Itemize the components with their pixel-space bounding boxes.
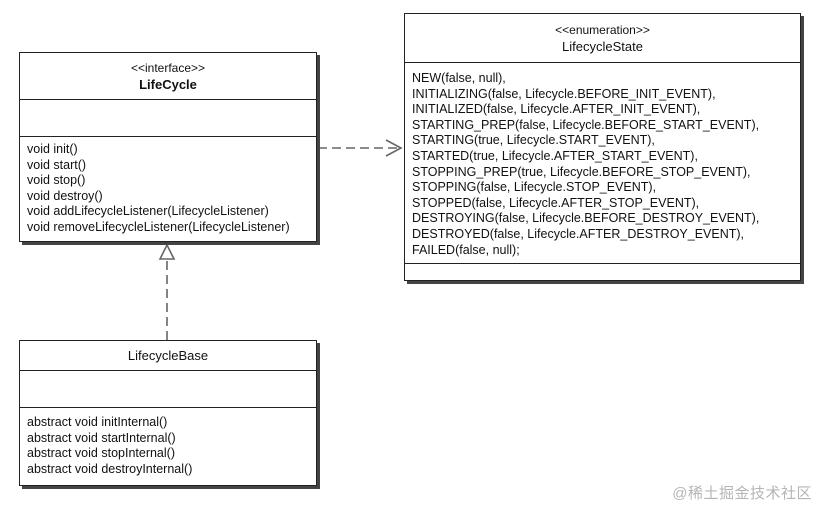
- lifecycle-name: LifeCycle: [139, 77, 197, 92]
- lifecycle-base-box[interactable]: LifecycleBase abstract void initInternal…: [19, 340, 317, 486]
- enum-literal: INITIALIZED(false, Lifecycle.AFTER_INIT_…: [412, 102, 701, 117]
- lifecycle-state-header: <<enumeration>> LifecycleState: [405, 14, 800, 63]
- operation: void destroy(): [27, 188, 103, 203]
- enum-literal: NEW(false, null),: [412, 71, 506, 85]
- lifecycle-state-literals: NEW(false, null), INITIALIZING(false, Li…: [405, 63, 800, 263]
- lifecycle-state-stereotype: <<enumeration>>: [555, 23, 650, 37]
- lifecycle-interface-box[interactable]: <<interface>> LifeCycle void init() void…: [19, 52, 317, 242]
- operation: void init(): [27, 142, 78, 156]
- enum-literal: DESTROYED(false, Lifecycle.AFTER_DESTROY…: [412, 226, 745, 241]
- lifecycle-operations: void init() void start() void stop() voi…: [20, 137, 316, 241]
- operation: abstract void initInternal(): [27, 415, 168, 429]
- enum-literal: STOPPING_PREP(true, Lifecycle.BEFORE_STO…: [412, 164, 751, 179]
- lifecycle-state-name: LifecycleState: [562, 39, 643, 54]
- enum-literal: STARTING(true, Lifecycle.START_EVENT),: [412, 133, 655, 148]
- lifecycle-base-header: LifecycleBase: [20, 341, 316, 371]
- lifecycle-state-operations-compartment: [405, 263, 800, 265]
- enum-literal: STOPPING(false, Lifecycle.STOP_EVENT),: [412, 180, 657, 195]
- lifecycle-base-operations: abstract void initInternal() abstract vo…: [20, 408, 316, 482]
- operation: void start(): [27, 157, 87, 172]
- operation: abstract void stopInternal(): [27, 446, 175, 461]
- dependency-arrowhead: [385, 139, 403, 157]
- operation: abstract void destroyInternal(): [27, 461, 193, 476]
- lifecycle-attributes-compartment: [20, 100, 316, 137]
- enum-literal: STARTING_PREP(false, Lifecycle.BEFORE_ST…: [412, 117, 760, 132]
- operation: void removeLifecycleListener(LifecycleLi…: [27, 219, 290, 234]
- lifecycle-base-attributes-compartment: [20, 371, 316, 408]
- enum-literal: STOPPED(false, Lifecycle.AFTER_STOP_EVEN…: [412, 195, 700, 210]
- enum-literal: DESTROYING(false, Lifecycle.BEFORE_DESTR…: [412, 211, 760, 226]
- operation: void stop(): [27, 173, 86, 188]
- operation: void addLifecycleListener(LifecycleListe…: [27, 204, 269, 219]
- realization-arrowhead: [158, 243, 176, 260]
- watermark-text: @稀土掘金技术社区: [672, 485, 812, 502]
- lifecycle-base-name: LifecycleBase: [127, 348, 209, 363]
- enum-literal: FAILED(false, null);: [412, 242, 520, 257]
- lifecycle-stereotype: <<interface>>: [130, 61, 206, 75]
- lifecycle-state-enum-box[interactable]: <<enumeration>> LifecycleState NEW(false…: [404, 13, 801, 281]
- enum-literal: INITIALIZING(false, Lifecycle.BEFORE_INI…: [412, 86, 716, 101]
- lifecycle-header: <<interface>> LifeCycle: [20, 53, 316, 100]
- operation: abstract void startInternal(): [27, 430, 176, 445]
- enum-literal: STARTED(true, Lifecycle.AFTER_START_EVEN…: [412, 148, 698, 163]
